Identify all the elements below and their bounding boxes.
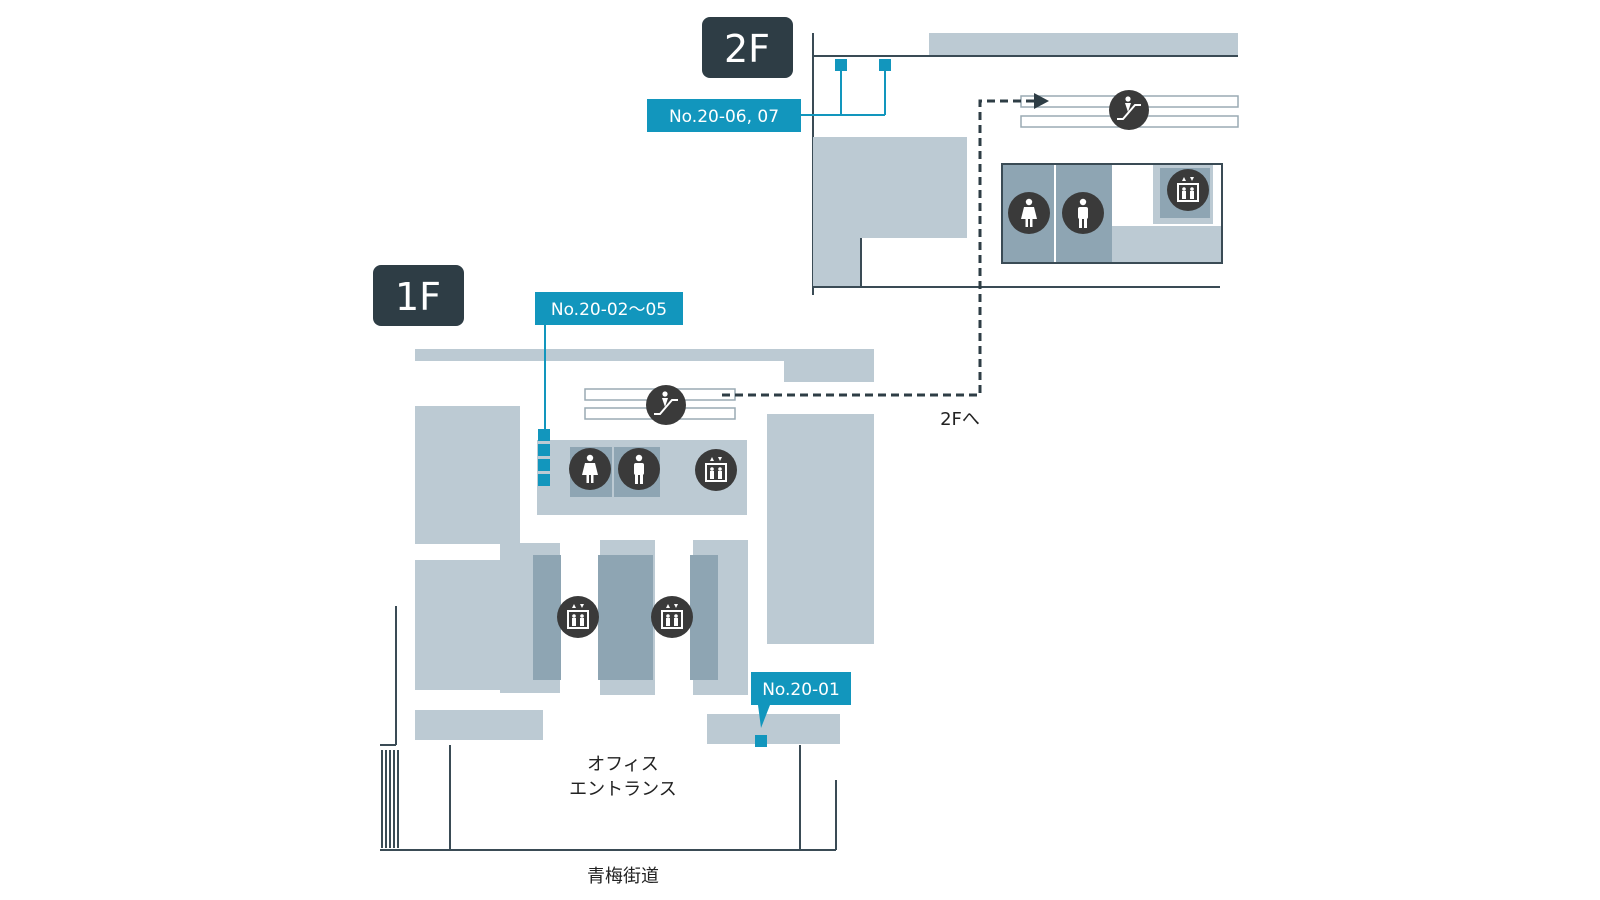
escalator-icon bbox=[645, 384, 687, 426]
marker-20-06-07 bbox=[800, 59, 891, 116]
callout-20-02-05-label: No.20-02～05 bbox=[551, 300, 667, 320]
floor-badge-2f: 2F bbox=[702, 17, 793, 78]
escalator-icon bbox=[1108, 89, 1150, 131]
elevator-icon bbox=[650, 595, 694, 639]
callout-20-02-05[interactable]: No.20-02～05 bbox=[535, 292, 683, 325]
entrance-stairs bbox=[381, 750, 399, 848]
route-arrow-head bbox=[1034, 93, 1049, 109]
womens-restroom-icon bbox=[1008, 192, 1050, 234]
callout-20-06-07[interactable]: No.20-06, 07 bbox=[647, 99, 801, 132]
womens-restroom-icon bbox=[569, 448, 611, 490]
floor-2f-plan bbox=[812, 33, 1239, 295]
marker-20-02-05 bbox=[538, 325, 550, 486]
callout-20-01-label: No.20-01 bbox=[762, 680, 840, 700]
mens-restroom-icon bbox=[618, 448, 660, 490]
elevator-icon bbox=[556, 595, 600, 639]
office-entrance-label-line1: オフィス bbox=[587, 754, 659, 775]
to-2f-label: 2Fへ bbox=[940, 409, 980, 430]
mens-restroom-icon bbox=[1062, 192, 1104, 234]
callout-20-01[interactable]: No.20-01 bbox=[751, 672, 851, 728]
marker-20-01 bbox=[755, 735, 767, 747]
elevator-icon bbox=[1166, 168, 1210, 212]
callout-20-06-07-label: No.20-06, 07 bbox=[669, 107, 779, 127]
floor-1f-plan bbox=[380, 349, 874, 851]
floor-badge-2f-label: 2F bbox=[724, 27, 770, 71]
street-label: 青梅街道 bbox=[587, 866, 659, 887]
office-entrance-label-line2: エントランス bbox=[569, 779, 677, 800]
floor-badge-1f: 1F bbox=[373, 265, 464, 326]
floor-badge-1f-label: 1F bbox=[395, 275, 441, 319]
route-to-2f bbox=[722, 99, 1035, 397]
elevator-icon bbox=[694, 448, 738, 492]
